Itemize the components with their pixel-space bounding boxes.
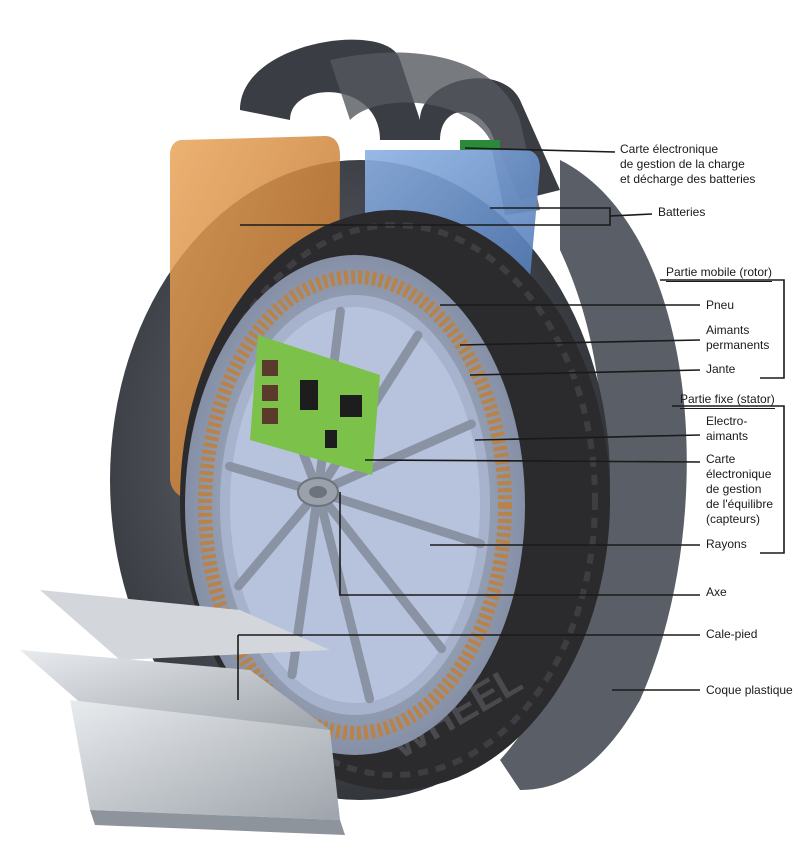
label-aimants: Aimants permanents (706, 323, 770, 352)
leader-line (240, 207, 653, 226)
label-cale-pied: Cale-pied (706, 627, 758, 641)
spoke (234, 487, 323, 591)
label-batteries: Batteries (658, 205, 706, 219)
axle (297, 477, 339, 507)
electromagnet-coils (198, 270, 512, 740)
label-axe: Axe (706, 585, 727, 599)
leader-line (660, 279, 785, 379)
leader-line (364, 459, 701, 463)
spoke (313, 419, 476, 497)
label-pneu: Pneu (706, 298, 735, 312)
label-partie-mobile: Partie mobile (rotor) (666, 265, 773, 282)
leader-line (339, 492, 700, 596)
label-partie-fixe: Partie fixe (stator) (680, 392, 775, 409)
leader-line (237, 634, 700, 700)
spoke (313, 487, 447, 654)
leader-line (474, 434, 701, 441)
label-carte-charge: Carte électronique de gestion de la char… (620, 142, 756, 186)
label-rayons: Rayons (706, 537, 747, 551)
label-jante: Jante (706, 362, 736, 376)
leader-line (469, 369, 701, 376)
label-coque: Coque plastique (706, 683, 793, 697)
label-carte-equilibre: Carte électronique de gestion de l'équil… (706, 452, 774, 526)
foot-plates (20, 590, 345, 835)
label-electro: Electro- aimants (706, 414, 749, 443)
carry-handle (240, 39, 560, 215)
leader-lines (237, 147, 785, 700)
balance-pcb (250, 335, 380, 475)
spoke (313, 487, 485, 549)
leader-line (464, 147, 616, 153)
leader-line (459, 339, 701, 346)
leader-line (672, 405, 785, 554)
